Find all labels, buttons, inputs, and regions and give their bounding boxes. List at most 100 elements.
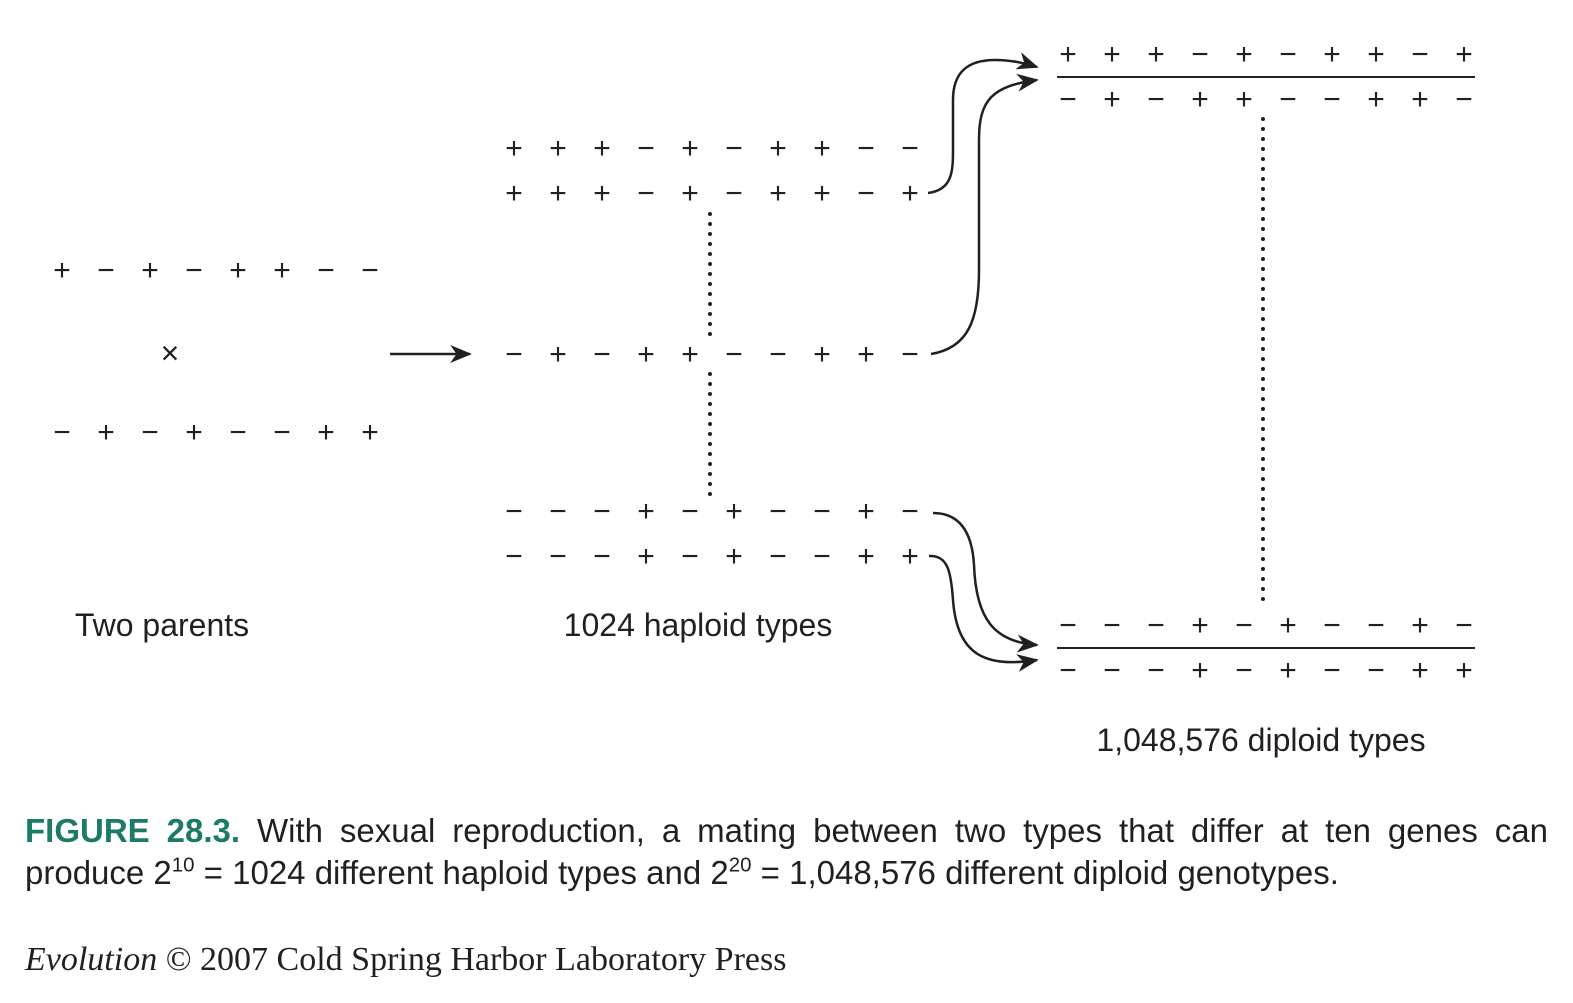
plus-allele-symbol: + bbox=[1411, 609, 1429, 642]
minus-allele-symbol: − bbox=[901, 495, 919, 528]
plus-allele-symbol: + bbox=[1059, 38, 1077, 71]
plus-allele-symbol: + bbox=[97, 416, 115, 449]
haploid-genotype-2: +++−+−++−+ bbox=[505, 177, 919, 210]
haploid-label: 1024 haploid types bbox=[564, 607, 833, 643]
minus-allele-symbol: − bbox=[1323, 83, 1341, 116]
minus-allele-symbol: − bbox=[769, 495, 787, 528]
minus-allele-symbol: − bbox=[53, 416, 71, 449]
minus-allele-symbol: − bbox=[593, 540, 611, 573]
minus-allele-symbol: − bbox=[725, 177, 743, 210]
curved-arrow-icon bbox=[930, 73, 1039, 356]
minus-allele-symbol: − bbox=[681, 540, 699, 573]
haploid-genotype-1: +++−+−++−− bbox=[505, 132, 919, 165]
plus-allele-symbol: + bbox=[361, 416, 379, 449]
plus-allele-symbol: + bbox=[1279, 609, 1297, 642]
minus-allele-symbol: − bbox=[1147, 654, 1165, 687]
minus-allele-symbol: − bbox=[549, 540, 567, 573]
minus-allele-symbol: − bbox=[813, 495, 831, 528]
minus-allele-symbol: − bbox=[1103, 609, 1121, 642]
plus-allele-symbol: + bbox=[857, 495, 875, 528]
plus-allele-symbol: + bbox=[549, 338, 567, 371]
minus-allele-symbol: − bbox=[769, 540, 787, 573]
minus-allele-symbol: − bbox=[1191, 38, 1209, 71]
credit-text: © 2007 Cold Spring Harbor Laboratory Pre… bbox=[165, 941, 787, 978]
minus-allele-symbol: − bbox=[1411, 38, 1429, 71]
parent-2-genotype: −+−+−−++ bbox=[53, 416, 379, 449]
plus-allele-symbol: + bbox=[1279, 654, 1297, 687]
plus-allele-symbol: + bbox=[273, 254, 291, 287]
curved-arrow-icon bbox=[932, 511, 1039, 653]
minus-allele-symbol: − bbox=[637, 132, 655, 165]
haploid-genotype-4: −−−+−+−−+− bbox=[505, 495, 919, 528]
diploid-bottom-chromosome-1: −−−+−+−−+− bbox=[1059, 609, 1473, 642]
plus-allele-symbol: + bbox=[1455, 654, 1473, 687]
minus-allele-symbol: − bbox=[273, 416, 291, 449]
parents-label: Two parents bbox=[75, 607, 249, 643]
plus-allele-symbol: + bbox=[185, 416, 203, 449]
minus-allele-symbol: − bbox=[1147, 83, 1165, 116]
plus-allele-symbol: + bbox=[725, 540, 743, 573]
minus-allele-symbol: − bbox=[505, 495, 523, 528]
minus-allele-symbol: − bbox=[505, 540, 523, 573]
minus-allele-symbol: − bbox=[1455, 609, 1473, 642]
minus-allele-symbol: − bbox=[1323, 654, 1341, 687]
caption-text: With sexual reproduction, a mating betwe… bbox=[25, 812, 1549, 891]
plus-allele-symbol: + bbox=[901, 540, 919, 573]
caption-text: = 1024 different haploid types and 2 bbox=[194, 854, 729, 891]
minus-allele-symbol: − bbox=[1455, 83, 1473, 116]
plus-allele-symbol: + bbox=[1147, 38, 1165, 71]
minus-allele-symbol: − bbox=[97, 254, 115, 287]
plus-allele-symbol: + bbox=[637, 495, 655, 528]
plus-allele-symbol: + bbox=[1191, 609, 1209, 642]
minus-allele-symbol: − bbox=[593, 495, 611, 528]
plus-allele-symbol: + bbox=[681, 132, 699, 165]
plus-allele-symbol: + bbox=[813, 338, 831, 371]
plus-allele-symbol: + bbox=[505, 132, 523, 165]
minus-allele-symbol: − bbox=[1279, 83, 1297, 116]
plus-allele-symbol: + bbox=[769, 177, 787, 210]
minus-allele-symbol: − bbox=[1235, 609, 1253, 642]
diploid-bottom-chromosome-2: −−−+−+−−++ bbox=[1059, 654, 1473, 687]
copyright-credit: Evolution © 2007 Cold Spring Harbor Labo… bbox=[25, 940, 1025, 980]
plus-allele-symbol: + bbox=[681, 177, 699, 210]
curved-arrow-icon bbox=[928, 554, 1039, 672]
minus-allele-symbol: − bbox=[1235, 654, 1253, 687]
haploid-genotype-5: −−−+−+−−++ bbox=[505, 540, 919, 573]
book-title: Evolution bbox=[25, 941, 158, 978]
plus-allele-symbol: + bbox=[229, 254, 247, 287]
caption-text: = 1,048,576 different diploid genotypes. bbox=[751, 854, 1339, 891]
minus-allele-symbol: − bbox=[361, 254, 379, 287]
minus-allele-symbol: − bbox=[681, 495, 699, 528]
plus-allele-symbol: + bbox=[637, 338, 655, 371]
plus-allele-symbol: + bbox=[1191, 654, 1209, 687]
plus-allele-symbol: + bbox=[857, 338, 875, 371]
plus-allele-symbol: + bbox=[637, 540, 655, 573]
plus-allele-symbol: + bbox=[769, 132, 787, 165]
minus-allele-symbol: − bbox=[901, 132, 919, 165]
figure-caption: FIGURE 28.3. With sexual reproduction, a… bbox=[25, 810, 1548, 894]
minus-allele-symbol: − bbox=[229, 416, 247, 449]
cross-symbol: × bbox=[161, 335, 180, 371]
diploid-label: 1,048,576 diploid types bbox=[1096, 722, 1425, 758]
plus-allele-symbol: + bbox=[1367, 83, 1385, 116]
plus-allele-symbol: + bbox=[1455, 38, 1473, 71]
minus-allele-symbol: − bbox=[1367, 609, 1385, 642]
plus-allele-symbol: + bbox=[317, 416, 335, 449]
caption-exponent: 10 bbox=[171, 853, 195, 877]
plus-allele-symbol: + bbox=[681, 338, 699, 371]
minus-allele-symbol: − bbox=[857, 132, 875, 165]
diploid-genotype-bottom: −−−+−+−−+− −−−+−+−−++ bbox=[1057, 609, 1475, 687]
plus-allele-symbol: + bbox=[549, 177, 567, 210]
minus-allele-symbol: − bbox=[1147, 609, 1165, 642]
plus-allele-symbol: + bbox=[813, 177, 831, 210]
plus-allele-symbol: + bbox=[1235, 38, 1253, 71]
minus-allele-symbol: − bbox=[769, 338, 787, 371]
plus-allele-symbol: + bbox=[813, 132, 831, 165]
minus-allele-symbol: − bbox=[1059, 654, 1077, 687]
minus-allele-symbol: − bbox=[901, 338, 919, 371]
plus-allele-symbol: + bbox=[901, 177, 919, 210]
plus-allele-symbol: + bbox=[1323, 38, 1341, 71]
plus-allele-symbol: + bbox=[141, 254, 159, 287]
